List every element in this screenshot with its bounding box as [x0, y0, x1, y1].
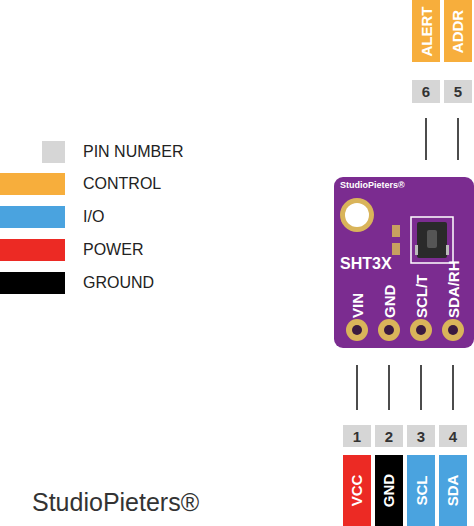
mounting-hole	[345, 203, 369, 227]
legend-swatch	[42, 141, 65, 163]
pin-function-label-box: SDA	[439, 455, 467, 526]
sensor-window	[427, 230, 437, 248]
pin-number: 3	[417, 429, 425, 444]
board-brand: StudioPieters®	[340, 181, 405, 190]
smd-part	[392, 243, 400, 255]
pin-number: 6	[422, 84, 430, 99]
smd-part	[392, 225, 400, 237]
legend-text: I/O	[83, 209, 104, 225]
pin-number: 4	[449, 429, 457, 444]
pin-function-label: GND	[382, 474, 397, 507]
pin-function-label-box: VCC	[343, 455, 371, 526]
chip-outline	[411, 217, 453, 263]
pin-function-label: SDA	[446, 475, 461, 507]
pin-function-label-box: GND	[375, 455, 403, 526]
pin-number: 5	[454, 84, 462, 99]
legend-swatch	[0, 239, 65, 261]
pin-number-box: 2	[375, 425, 403, 447]
leader-line	[452, 365, 454, 410]
legend-text: CONTROL	[83, 176, 161, 192]
chip-pad	[446, 245, 449, 255]
board-title: SHT3X	[340, 256, 392, 272]
pcb-board	[334, 177, 474, 348]
leader-line	[425, 118, 427, 160]
leader-line	[356, 365, 358, 410]
leader-line	[420, 365, 422, 410]
pin-number-box: 4	[439, 425, 467, 447]
legend-text: PIN NUMBER	[83, 144, 183, 160]
legend-swatch	[0, 272, 65, 294]
pin-number-box: 3	[407, 425, 435, 447]
pin-silkscreen: SCL/T	[414, 275, 429, 318]
pin-number: 2	[385, 429, 393, 444]
leader-line	[388, 365, 390, 410]
pin-function-label: ADDR	[451, 9, 466, 52]
legend-text: POWER	[83, 242, 143, 258]
pin-function-label-box: ALERT	[412, 0, 440, 62]
pin-function-label-box: ADDR	[444, 0, 472, 62]
pin-silkscreen: GND	[382, 285, 397, 318]
legend-text: GROUND	[83, 275, 154, 291]
pin-number: 1	[353, 429, 361, 444]
leader-line	[457, 118, 459, 160]
brand-logo: StudioPieters®	[32, 490, 199, 515]
chip-pad	[415, 245, 418, 255]
pin-function-label: VCC	[350, 475, 365, 507]
pin-number-box: 1	[343, 425, 371, 447]
pin-function-label-box: SCL	[407, 455, 435, 526]
pin-function-label: ALERT	[419, 6, 434, 56]
pin-silkscreen: VIN	[350, 293, 365, 318]
sensor-chip	[417, 222, 447, 258]
pin-holes	[346, 319, 464, 341]
pin-number-box: 5	[444, 80, 472, 103]
pin-number-box: 6	[412, 80, 440, 103]
legend-swatch	[0, 173, 65, 195]
pin-silkscreen: SDA/RH	[446, 260, 461, 318]
legend-swatch	[0, 206, 65, 228]
pin-function-label: SCL	[414, 476, 429, 506]
mounting-hole	[340, 198, 374, 232]
